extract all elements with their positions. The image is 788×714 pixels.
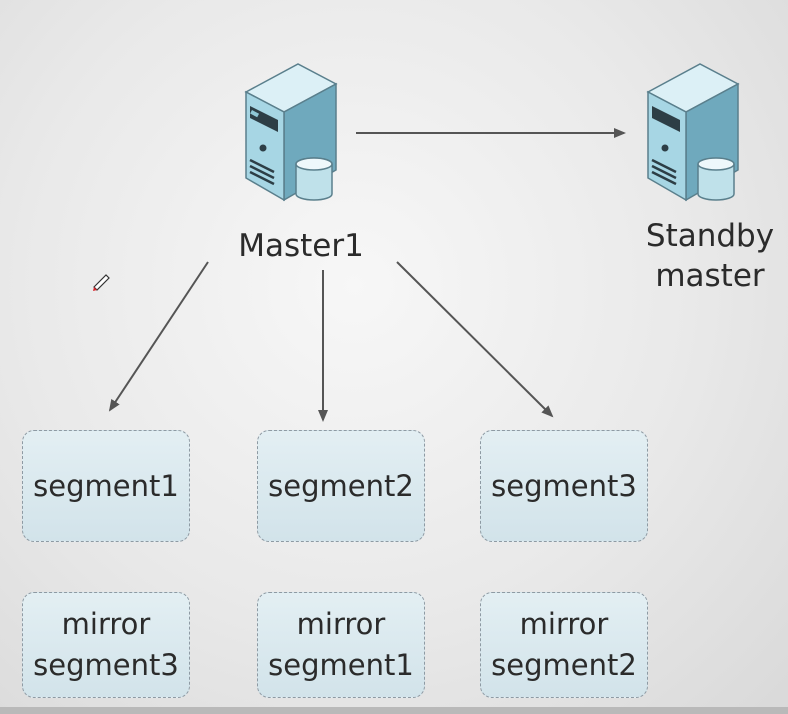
segment-label: segment3 — [491, 468, 637, 503]
standby-master-label: Standby master — [645, 218, 775, 294]
master-label: Master1 — [238, 228, 364, 264]
segment-box: segment3 — [480, 430, 648, 542]
segment-box: segment1 — [22, 430, 190, 542]
bottom-edge-strip — [0, 707, 788, 714]
segment-box: segment2 — [257, 430, 425, 542]
mirror-box: mirror segment2 — [480, 592, 648, 698]
server-database-icon — [244, 63, 338, 202]
pen-cursor-icon — [93, 274, 110, 291]
mirror-box: mirror segment3 — [22, 592, 190, 698]
arrow-master-to-segment3 — [396, 261, 554, 418]
mirror-label: mirror segment3 — [33, 607, 179, 682]
mirror-box: mirror segment1 — [257, 592, 425, 698]
standby-server-database-icon — [646, 63, 740, 202]
mirror-label: mirror segment2 — [491, 607, 637, 682]
segment-label: segment2 — [268, 468, 414, 503]
segment-label: segment1 — [33, 468, 179, 503]
arrow-master-to-segment1 — [108, 261, 209, 412]
mirror-label: mirror segment1 — [268, 607, 414, 682]
